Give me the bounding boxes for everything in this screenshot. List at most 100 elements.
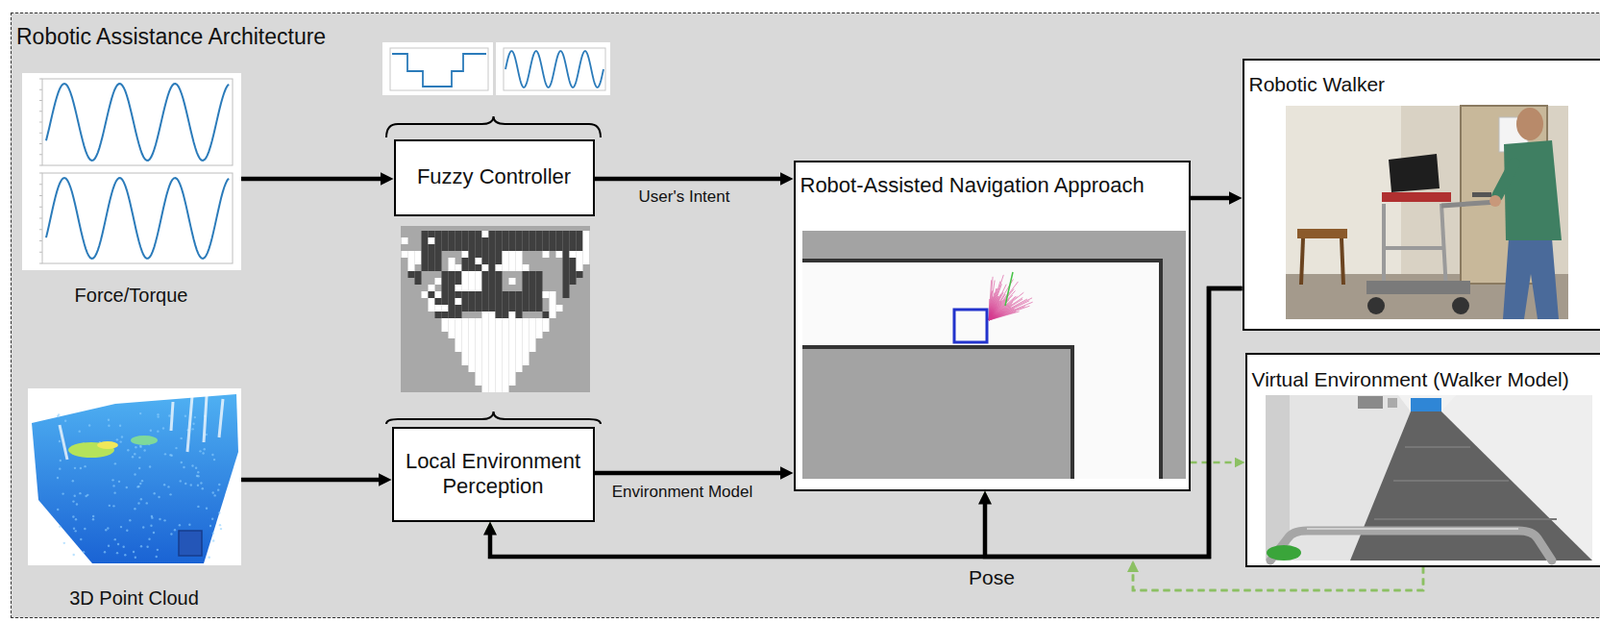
cloud-point: [138, 455, 141, 458]
grid-cell: [467, 230, 475, 238]
axis-tick: [39, 110, 43, 112]
grid-cell: [447, 244, 455, 251]
plot-frame: [390, 48, 489, 91]
grid-cell: [414, 270, 421, 278]
grid-cell: [434, 244, 442, 251]
grid-cell: [481, 338, 489, 345]
grid-cell: [515, 304, 522, 312]
grid-cell: [441, 270, 448, 278]
cloud-point: [218, 522, 221, 525]
grid-cell: [447, 324, 455, 332]
laptop-screen: [1388, 153, 1440, 193]
grid-cell: [474, 284, 482, 292]
panel-heading: 3D Point Cloud: [27, 586, 242, 610]
walker-frame: [1383, 246, 1444, 250]
grid-cell: [474, 344, 482, 352]
grid-cell: [427, 250, 435, 258]
cloud-point: [58, 458, 61, 461]
merge-arrowhead: [1127, 560, 1139, 572]
grid-cell: [494, 264, 502, 271]
grid-cell: [474, 324, 482, 332]
walker-tube: [1270, 530, 1552, 561]
grid-cell: [420, 291, 428, 298]
grid-cell: [441, 230, 448, 238]
cloud-point: [143, 448, 146, 451]
grid-cell: [575, 257, 583, 265]
person-hand: [1489, 195, 1502, 207]
curly-brace: [386, 411, 601, 424]
grid-cell: [494, 378, 502, 386]
cloud-point: [117, 479, 120, 482]
grid-cell: [555, 304, 563, 312]
cloud-point: [156, 429, 159, 432]
grid-cell: [582, 237, 590, 245]
cloud-point: [118, 423, 121, 426]
grid-cell: [481, 264, 489, 271]
grid-cell: [508, 250, 516, 258]
cloud-point: [107, 423, 110, 426]
grid-cell: [447, 237, 455, 245]
grid-cell: [420, 230, 428, 238]
grid-cell: [521, 237, 529, 245]
sine-wave: [46, 83, 229, 161]
map-ground: [802, 230, 1186, 479]
grid-cell: [575, 237, 583, 245]
grid-cell: [461, 331, 468, 339]
grid-cell: [467, 237, 475, 245]
signal-arrow: [241, 176, 389, 182]
cloud-point: [134, 445, 137, 448]
grid-cell: [447, 257, 455, 265]
axis-tick: [39, 262, 43, 264]
process-panel: Robot-Assisted Navigation Approach: [793, 160, 1191, 492]
stool-leg: [1341, 238, 1344, 285]
cloud-point: [183, 414, 186, 417]
grid-cell: [494, 331, 502, 339]
cloud-point: [201, 451, 204, 454]
cloud-point: [211, 452, 214, 455]
cloud-point: [167, 485, 170, 488]
cloud-point: [191, 427, 194, 430]
cloud-point: [139, 481, 142, 484]
cloud-point: [168, 414, 171, 417]
grid-cell: [521, 344, 529, 352]
plot-frame: [42, 78, 233, 166]
grid-cell: [474, 257, 482, 265]
axis-tick: [39, 250, 43, 252]
grid-cell: [474, 351, 482, 359]
wall-poster: [1357, 395, 1383, 409]
grid-cell: [427, 304, 435, 312]
cloud-point: [184, 481, 187, 484]
grid-cell: [474, 365, 482, 372]
grid-cell: [501, 304, 509, 312]
grid-cell: [508, 358, 516, 366]
grid-cell: [521, 284, 529, 292]
grid-cell: [488, 331, 495, 339]
cloud-point: [72, 526, 74, 529]
grid-cell: [488, 277, 495, 285]
grid-cell: [467, 365, 475, 372]
plot-panel: [382, 42, 493, 96]
grid-cell: [568, 270, 576, 278]
grid-cell: [562, 270, 569, 278]
panel-heading: Robotic Walker: [1249, 72, 1600, 97]
grid-cell: [488, 344, 495, 352]
plot-frame: [42, 172, 233, 264]
grid-cell: [575, 270, 583, 278]
edge-label: User's Intent: [639, 187, 731, 207]
grid-cell: [467, 338, 475, 345]
cloud-streak: [219, 398, 223, 438]
grid-cell: [447, 230, 455, 238]
cloud-point: [189, 483, 192, 486]
grid-cell: [488, 371, 495, 379]
grid-cell: [521, 264, 529, 271]
dashed-link: [1190, 461, 1241, 465]
floor-texture: [1404, 445, 1471, 448]
grid-cell: [582, 257, 590, 265]
cloud-point: [120, 435, 123, 438]
cloud-point: [202, 447, 205, 450]
grid-cell: [467, 270, 475, 278]
sensor-plot: Force/Torque: [22, 73, 242, 314]
grid-cell: [521, 324, 529, 332]
grid-cell: [461, 277, 468, 285]
grid-cell: [441, 311, 448, 319]
